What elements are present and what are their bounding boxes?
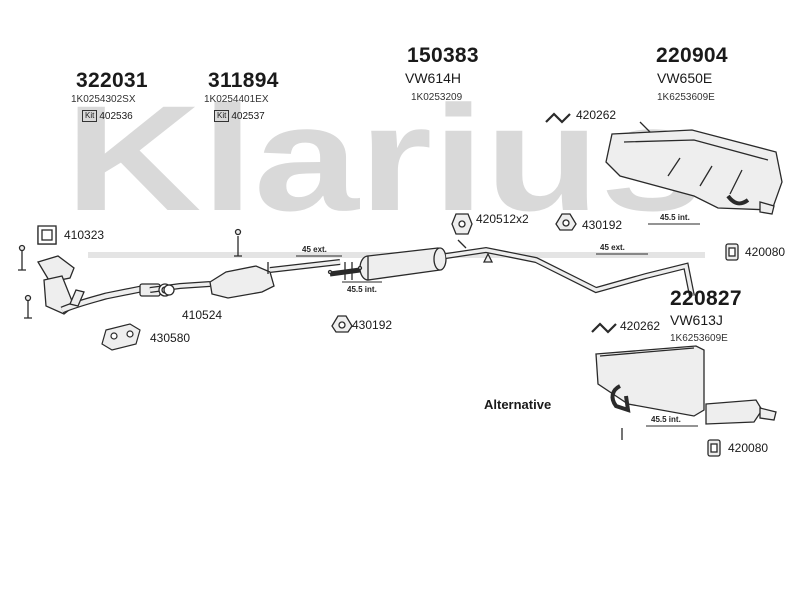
catalyst-graphic bbox=[149, 228, 341, 299]
gasket-manifold-label: 430580 bbox=[150, 331, 191, 345]
dimension-ext-2: 45 ext. bbox=[600, 243, 625, 252]
rear-box-graphic bbox=[605, 121, 783, 215]
brand-watermark: Klarius bbox=[65, 74, 705, 242]
alternative-label: Alternative bbox=[484, 397, 552, 412]
catalyst-part-number: 311894 bbox=[208, 69, 279, 92]
gasket-front-label: 410323 bbox=[64, 228, 105, 242]
rear-box-type-code: VW650E bbox=[657, 70, 713, 86]
rear-box-alt-type-code: VW613J bbox=[670, 312, 723, 328]
center-box-type-code: VW614H bbox=[405, 70, 462, 86]
dimension-ext-1: 45 ext. bbox=[302, 245, 327, 254]
rear-box-alt-part-number: 220827 bbox=[670, 287, 742, 310]
catalyst-kit-number: 402537 bbox=[231, 110, 265, 122]
front-pipe-oe-number: 1K0254302SX bbox=[71, 94, 136, 105]
dimension-int-2: 45.5 int. bbox=[660, 213, 690, 222]
front-pipe-kit-number: 402536 bbox=[99, 110, 133, 122]
kit-badge: Kit bbox=[214, 110, 230, 122]
rear-box-oe-number: 1K6253609E bbox=[657, 92, 715, 103]
clamp-center-label: 430192 bbox=[352, 318, 393, 332]
front-pipe-part-number: 322031 bbox=[76, 69, 148, 92]
center-box-part-number: 150383 bbox=[407, 44, 479, 67]
gasket-front-graphic bbox=[37, 225, 57, 245]
hanger-rubbers-label: 420512x2 bbox=[476, 212, 529, 226]
center-box-graphic bbox=[329, 239, 695, 297]
rear-box-alt-oe-number: 1K6253609E bbox=[670, 333, 728, 344]
dimension-int-3: 45.5 int. bbox=[651, 415, 681, 424]
hanger-alt-top-label: 420262 bbox=[620, 319, 661, 333]
front-pipe-kit: Kit 402536 bbox=[82, 110, 133, 122]
hanger-rear-top-label: 420262 bbox=[576, 108, 617, 122]
gasket-manifold-graphic bbox=[101, 323, 141, 351]
mount-alt-label: 420080 bbox=[728, 441, 769, 455]
catalyst-kit: Kit 402537 bbox=[214, 110, 265, 122]
mount-rear-label: 420080 bbox=[745, 245, 786, 259]
catalyst-oe-number: 1K0254401EX bbox=[204, 94, 269, 105]
rear-box-part-number: 220904 bbox=[656, 44, 728, 67]
clamp-rear-label: 430192 bbox=[582, 218, 623, 232]
gasket-cat-label: 410524 bbox=[182, 308, 223, 322]
fittings-graphics bbox=[163, 112, 739, 457]
center-box-oe-number: 1K0253209 bbox=[411, 92, 463, 103]
kit-badge: Kit bbox=[82, 110, 98, 122]
rear-box-alt-graphic bbox=[595, 345, 777, 440]
dimension-int-1: 45.5 int. bbox=[347, 285, 377, 294]
dimension-lines bbox=[296, 223, 700, 427]
